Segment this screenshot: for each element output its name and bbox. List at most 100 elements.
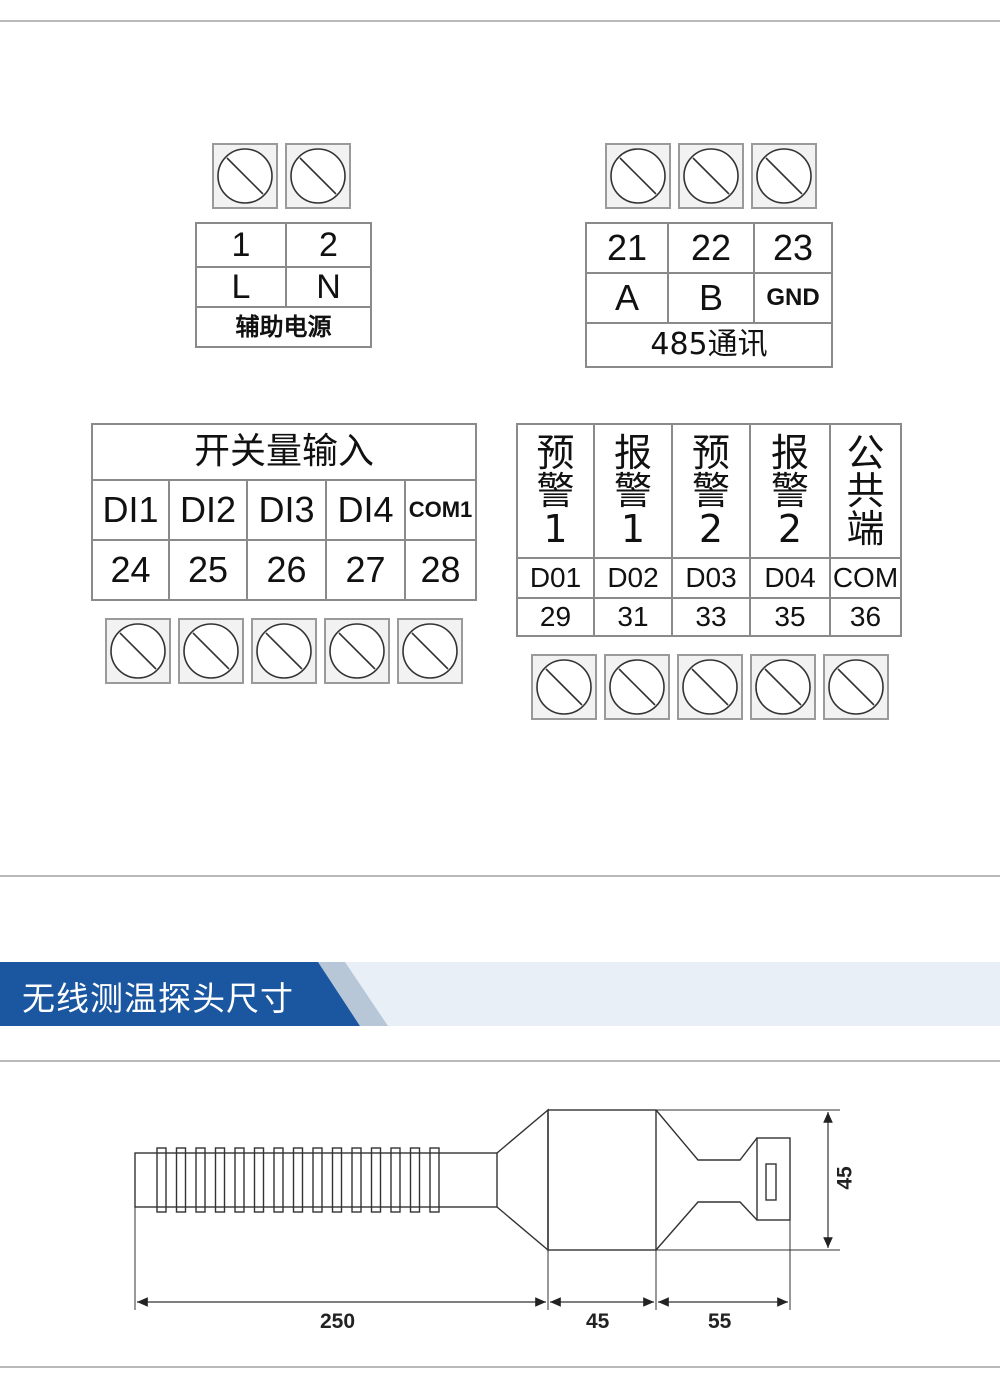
screw-head-icon [536,659,592,715]
middle-divider [0,875,1000,877]
terminal-label: D01 [516,557,595,599]
terminal-number: 35 [749,597,831,637]
probe-fin [312,1147,323,1213]
dimension-label-250: 250 [320,1310,356,1333]
top-divider [0,20,1000,22]
screw-terminal [105,618,171,684]
probe-fin [175,1147,187,1213]
screw-terminal [750,654,816,720]
probe-fin [253,1147,265,1213]
screw-head-icon [183,623,239,679]
banner-stripe [318,962,388,1026]
screw-head-icon [682,659,738,715]
probe-fin [370,1147,382,1213]
screw-head-icon [610,148,666,204]
probe-tube [134,1152,498,1208]
terminal-number: 29 [516,597,595,637]
terminal-label: DI1 [91,479,170,541]
screw-head-icon [755,659,811,715]
screw-terminal [823,654,889,720]
terminal-label: A [585,272,669,324]
aux-power-screws [212,143,358,209]
screw-terminal [251,618,317,684]
terminal-label: COM [829,557,902,599]
terminal-label: L [195,266,287,308]
screw-head-icon [402,623,458,679]
bottom-divider [0,1366,1000,1368]
screw-terminal [397,618,463,684]
banner-dark-band [0,962,360,1026]
probe-end-cap [756,1137,791,1221]
terminal-label: DI4 [325,479,406,541]
probe-fin [195,1147,206,1213]
probe-neck-top [655,1109,758,1161]
probe-neck-bottom [655,1201,758,1251]
terminal-number: 23 [753,222,833,274]
probe-fin [390,1147,401,1213]
terminal-label: DI2 [168,479,248,541]
rs485-caption: 485通讯 [585,322,833,368]
screw-head-icon [756,148,812,204]
terminal-number: 2 [285,222,372,268]
probe-fin [273,1147,284,1213]
probe-fins [156,1147,440,1213]
screw-head-icon [256,623,312,679]
screw-terminal [324,618,390,684]
terminal-label: D02 [593,557,673,599]
terminal-label: D03 [671,557,751,599]
terminal-number: 33 [671,597,751,637]
terminal-number: 1 [195,222,287,268]
terminal-label: N [285,266,372,308]
rs485-table: 21 22 23 A B GND 485通讯 [585,222,833,368]
screw-terminal [751,143,817,209]
dimension-label-height: 45 [833,1166,857,1190]
terminal-label: DI3 [246,479,327,541]
probe-taper [496,1108,549,1252]
screw-head-icon [609,659,665,715]
aux-power-table: 1 2 L N 辅助电源 [195,222,372,348]
terminal-number: 31 [593,597,673,637]
terminal-number: 21 [585,222,669,274]
terminal-number: 36 [829,597,902,637]
screw-head-icon [828,659,884,715]
terminal-label: B [667,272,755,324]
probe-fin [156,1147,167,1213]
terminal-label: D04 [749,557,831,599]
screw-head-icon [110,623,166,679]
terminal-number: 22 [667,222,755,274]
alarm-output-screws [531,654,896,720]
digital-input-screws [105,618,470,684]
screw-head-icon [290,148,346,204]
terminal-label: GND [753,272,833,324]
dimension-label-55: 55 [708,1310,732,1333]
probe-dimension-drawing [134,1108,840,1310]
probe-fin [351,1147,362,1213]
terminal-number: 25 [168,539,248,601]
rs485-screws [605,143,824,209]
screw-terminal [285,143,351,209]
terminal-number: 27 [325,539,406,601]
terminal-number: 28 [404,539,477,601]
banner-light-band [330,962,1000,1026]
screw-terminal [677,654,743,720]
terminal-number: 26 [246,539,327,601]
digital-input-title: 开关量输入 [91,423,477,481]
screw-head-icon [217,148,273,204]
screw-terminal [531,654,597,720]
screw-terminal [212,143,278,209]
screw-terminal [604,654,670,720]
screw-head-icon [683,148,739,204]
probe-fin [292,1147,304,1213]
terminal-number: 24 [91,539,170,601]
probe-fin [234,1147,245,1213]
probe-fin [409,1147,421,1213]
alarm-header: 公共端 [829,423,902,559]
screw-terminal [178,618,244,684]
lower-divider [0,1060,1000,1062]
probe-fin [214,1147,226,1213]
dimension-label-45: 45 [586,1310,610,1333]
screw-head-icon [329,623,385,679]
